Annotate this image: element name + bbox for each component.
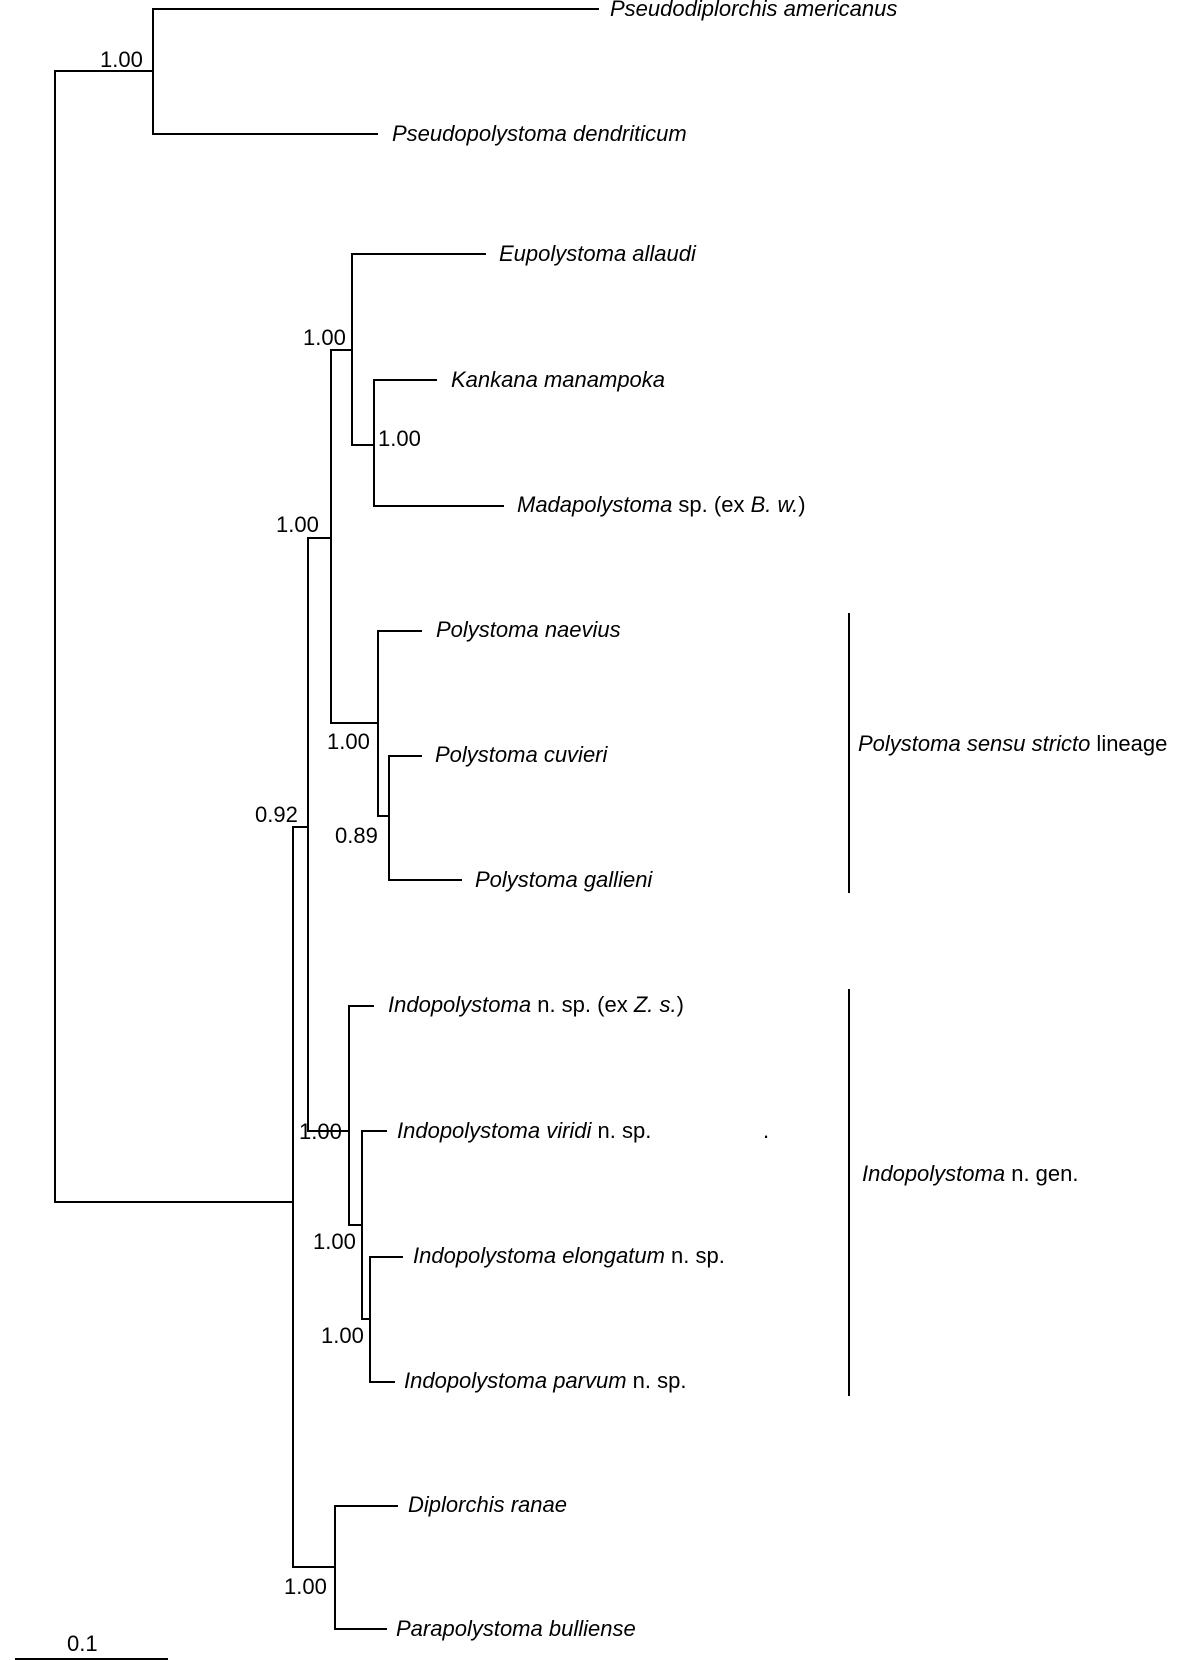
taxon-eupolystoma: Eupolystoma allaudi [499, 241, 697, 266]
support-kank-mada: 1.00 [378, 426, 421, 451]
taxon-labels: Pseudodiplorchis americanus Pseudopolyst… [388, 0, 897, 1641]
support-values: 1.00 1.00 1.00 1.00 1.00 0.89 0.92 1.00 … [100, 47, 421, 1599]
taxon-pseudopolystoma: Pseudopolystoma dendriticum [392, 121, 687, 146]
support-madagascar-clade: 1.00 [276, 512, 319, 537]
taxon-indo-viridi-trail: . [763, 1118, 769, 1143]
support-indopolystoma: 1.00 [299, 1119, 342, 1144]
taxon-p-naevius: Polystoma naevius [436, 617, 621, 642]
support-pseudo-clade: 1.00 [100, 47, 143, 72]
branches [15, 8, 850, 1660]
support-cuvieri-gallieni: 0.89 [335, 823, 378, 848]
taxon-indo-parvum: Indopolystoma parvum n. sp. [404, 1368, 686, 1393]
taxon-p-cuvieri: Polystoma cuvieri [435, 742, 609, 767]
clade-label-polystoma-ss: Polystoma sensu stricto lineage [858, 731, 1167, 756]
support-ingroup: 0.92 [255, 802, 298, 827]
taxon-p-gallieni: Polystoma gallieni [475, 867, 653, 892]
support-elong-parvum: 1.00 [321, 1323, 364, 1348]
support-polystoma-ss: 1.00 [327, 729, 370, 754]
taxon-diplorchis: Diplorchis ranae [408, 1492, 567, 1517]
scale-bar-label: 0.1 [67, 1631, 98, 1656]
support-viridi-elong-parvum: 1.00 [313, 1229, 356, 1254]
clade-label-indopolystoma: Indopolystoma n. gen. [862, 1161, 1078, 1186]
clade-labels: Polystoma sensu stricto lineage Indopoly… [858, 731, 1167, 1186]
taxon-indo-zs: Indopolystoma n. sp. (ex Z. s.) [388, 992, 684, 1017]
taxon-indo-elongatum: Indopolystoma elongatum n. sp. [413, 1243, 725, 1268]
taxon-indo-viridi: Indopolystoma viridi n. sp. [397, 1118, 651, 1143]
taxon-kankana: Kankana manampoka [451, 367, 665, 392]
support-diplo-para: 1.00 [284, 1574, 327, 1599]
taxon-madapolystoma: Madapolystoma sp. (ex B. w.) [517, 492, 806, 517]
taxon-pseudodiplorchis: Pseudodiplorchis americanus [610, 0, 897, 21]
support-eup-kank-mada: 1.00 [303, 325, 346, 350]
taxon-parapolystoma: Parapolystoma bulliense [396, 1616, 636, 1641]
